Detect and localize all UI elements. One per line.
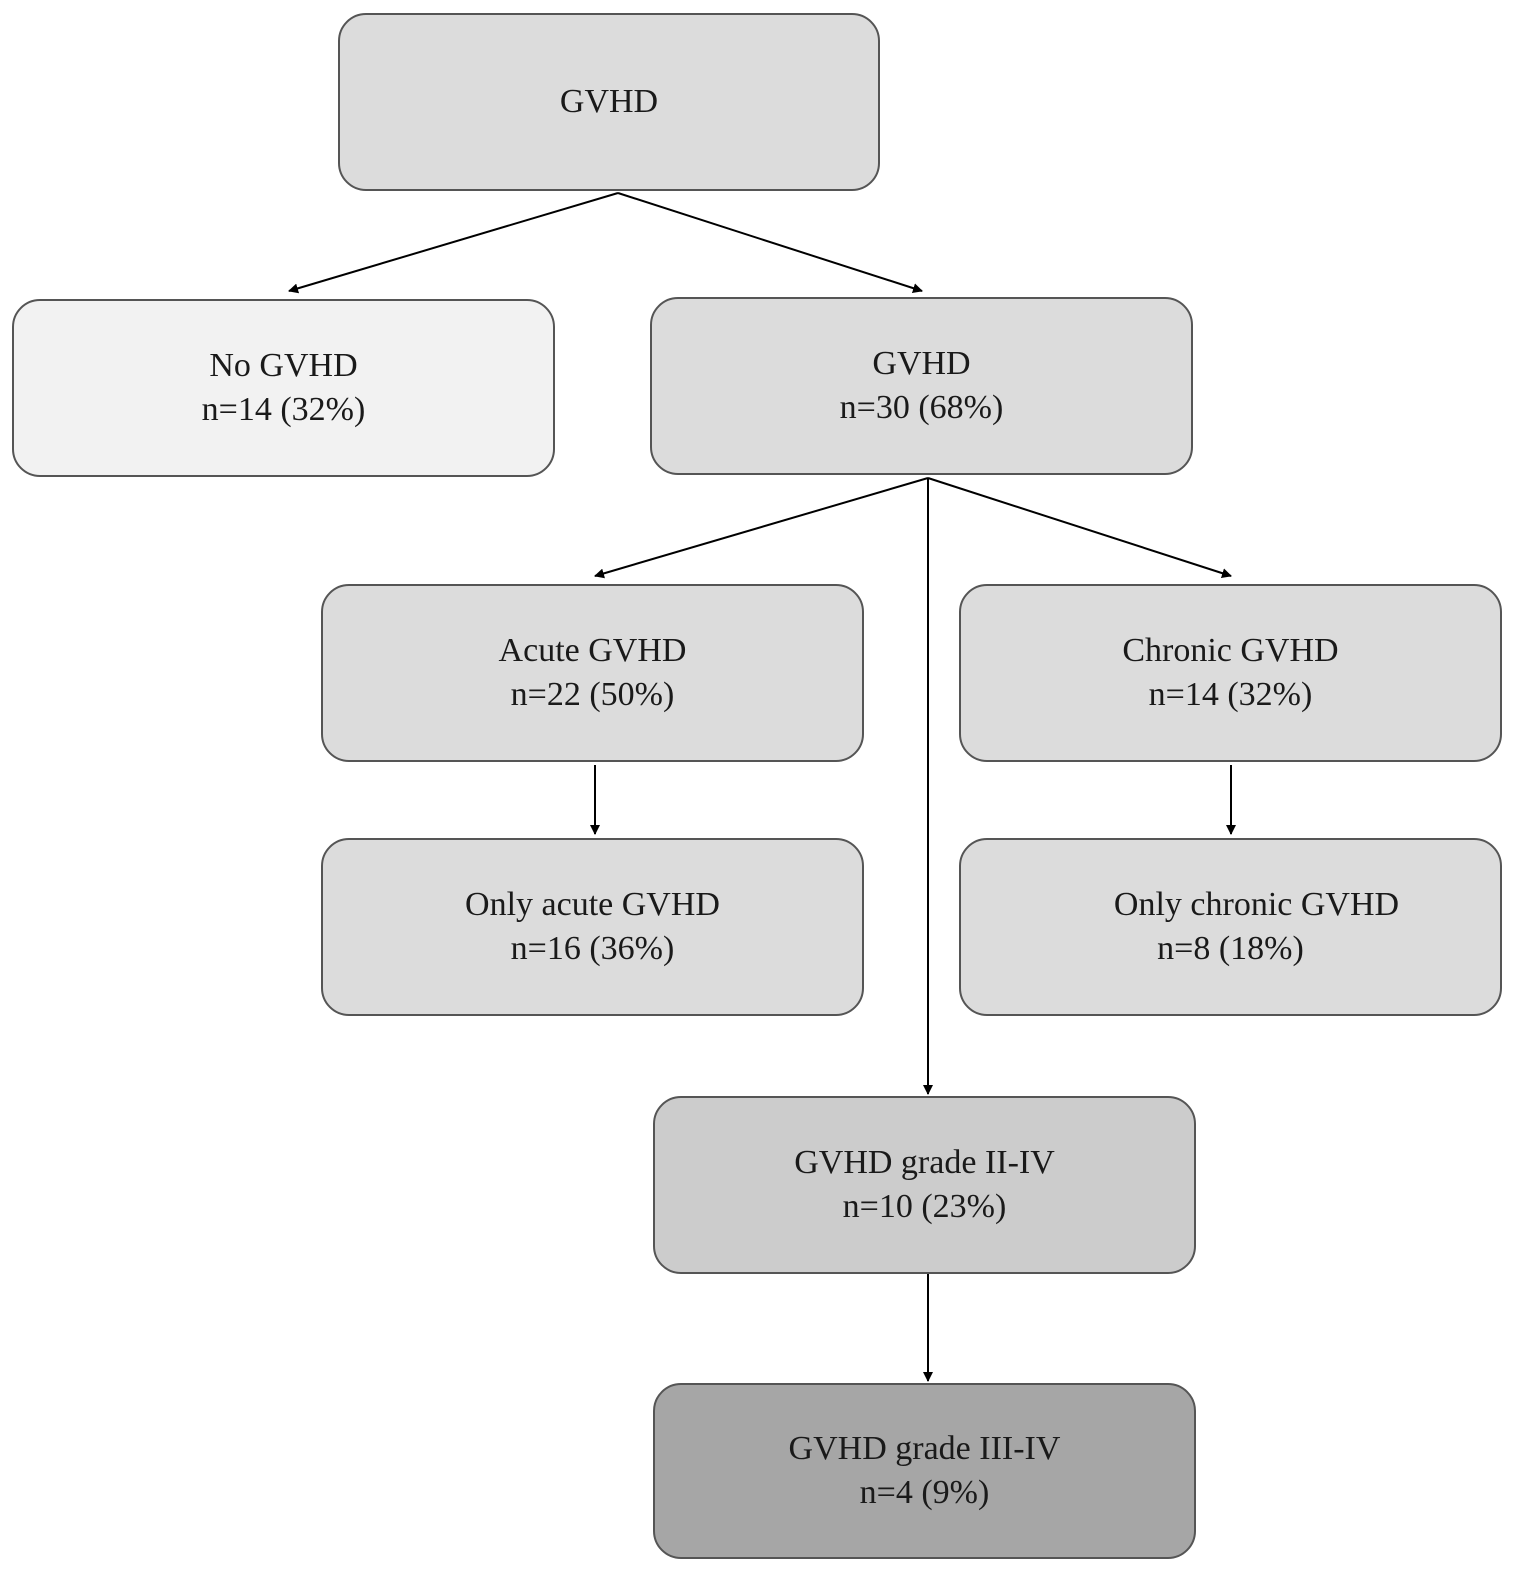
node-no-gvhd: No GVHD n=14 (32%): [12, 299, 555, 477]
node-grade-3-4-count: n=4 (9%): [859, 1474, 990, 1511]
node-only-chronic-title: Only chronic GVHD: [1113, 886, 1400, 923]
arrow-root-to-no-gvhd: [288, 192, 619, 294]
node-only-acute-gvhd: Only acute GVHD n=16 (36%): [321, 838, 864, 1016]
node-no-gvhd-count: n=14 (32%): [201, 391, 366, 428]
node-root-title: GVHD: [559, 83, 659, 120]
node-only-acute-count: n=16 (36%): [510, 930, 675, 967]
node-chronic-count: n=14 (32%): [1148, 676, 1313, 713]
node-acute-title: Acute GVHD: [498, 632, 687, 669]
node-only-chronic-gvhd: Only chronic GVHD n=8 (18%): [959, 838, 1502, 1016]
node-acute-count: n=22 (50%): [510, 676, 675, 713]
arrow-gvhd-to-chronic: [927, 477, 1232, 578]
node-grade-2-4: GVHD grade II-IV n=10 (23%): [653, 1096, 1196, 1274]
node-gvhd: GVHD n=30 (68%): [650, 297, 1193, 475]
node-gvhd-title: GVHD: [872, 345, 971, 382]
node-grade-3-4: GVHD grade III-IV n=4 (9%): [653, 1383, 1196, 1559]
node-gvhd-count: n=30 (68%): [839, 389, 1004, 426]
node-grade-2-4-count: n=10 (23%): [842, 1188, 1007, 1225]
node-only-chronic-count: n=8 (18%): [1157, 930, 1304, 967]
node-grade-3-4-title: GVHD grade III-IV: [788, 1430, 1061, 1467]
node-grade-2-4-title: GVHD grade II-IV: [794, 1144, 1055, 1181]
node-chronic-gvhd: Chronic GVHD n=14 (32%): [959, 584, 1502, 762]
node-no-gvhd-title: No GVHD: [209, 347, 358, 384]
arrow-root-to-gvhd: [617, 192, 923, 293]
node-acute-gvhd: Acute GVHD n=22 (50%): [321, 584, 864, 762]
node-only-acute-title: Only acute GVHD: [465, 886, 720, 923]
node-chronic-title: Chronic GVHD: [1122, 632, 1339, 669]
node-root-gvhd: GVHD: [338, 13, 880, 191]
arrow-gvhd-to-acute: [594, 477, 929, 579]
